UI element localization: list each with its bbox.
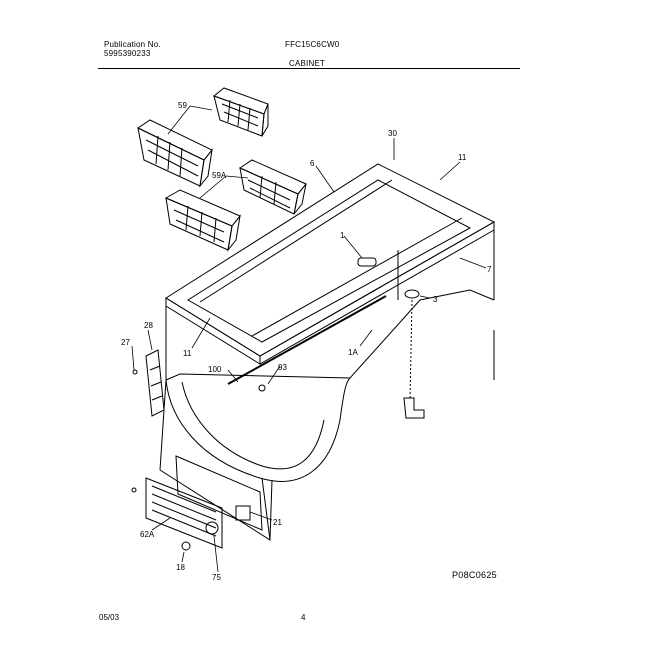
trim-strip [227,295,387,385]
part-label: 21 [273,518,282,527]
part-label: 18 [176,563,185,572]
drain-plug [181,541,191,551]
grille-assembly [131,455,263,551]
part-label: 11 [183,349,192,358]
basket-lower-front [164,189,241,252]
part-label: 28 [144,321,153,330]
part-label: 1 [340,231,345,240]
part-label: 1A [348,348,358,357]
part-label: 30 [388,129,397,138]
page-number: 4 [301,613,306,622]
lid-latch [357,257,377,267]
part-label: 7 [487,265,492,274]
publication-label: Publication No. [104,40,161,49]
part-label: 6 [310,159,315,168]
section-title: CABINET [289,59,326,68]
publication-number: 5995390233 [104,49,151,58]
lid-frame [165,163,496,365]
footer-date: 05/03 [99,613,120,622]
part-label: 93 [278,363,287,372]
header-rule [98,68,520,69]
part-label: 62A [140,530,155,539]
part-label: 27 [121,338,130,347]
model-number: FFC15C6CW0 [285,40,340,49]
basket-upper-front [136,119,213,188]
part-label: 100 [208,365,222,374]
drawing-code: P08C0625 [452,570,497,580]
leader-lines [131,105,487,573]
basket-upper-rear [212,87,269,137]
part-label: 59 [178,101,187,110]
part-label: 75 [212,573,221,582]
drain-part [403,289,425,419]
part-label: 3 [433,295,438,304]
part-label: 11 [458,153,467,162]
cabinet-body [159,230,495,541]
part-label: 59A [212,171,227,180]
hinge-bracket [132,349,165,417]
basket-lower-rear [238,159,307,215]
